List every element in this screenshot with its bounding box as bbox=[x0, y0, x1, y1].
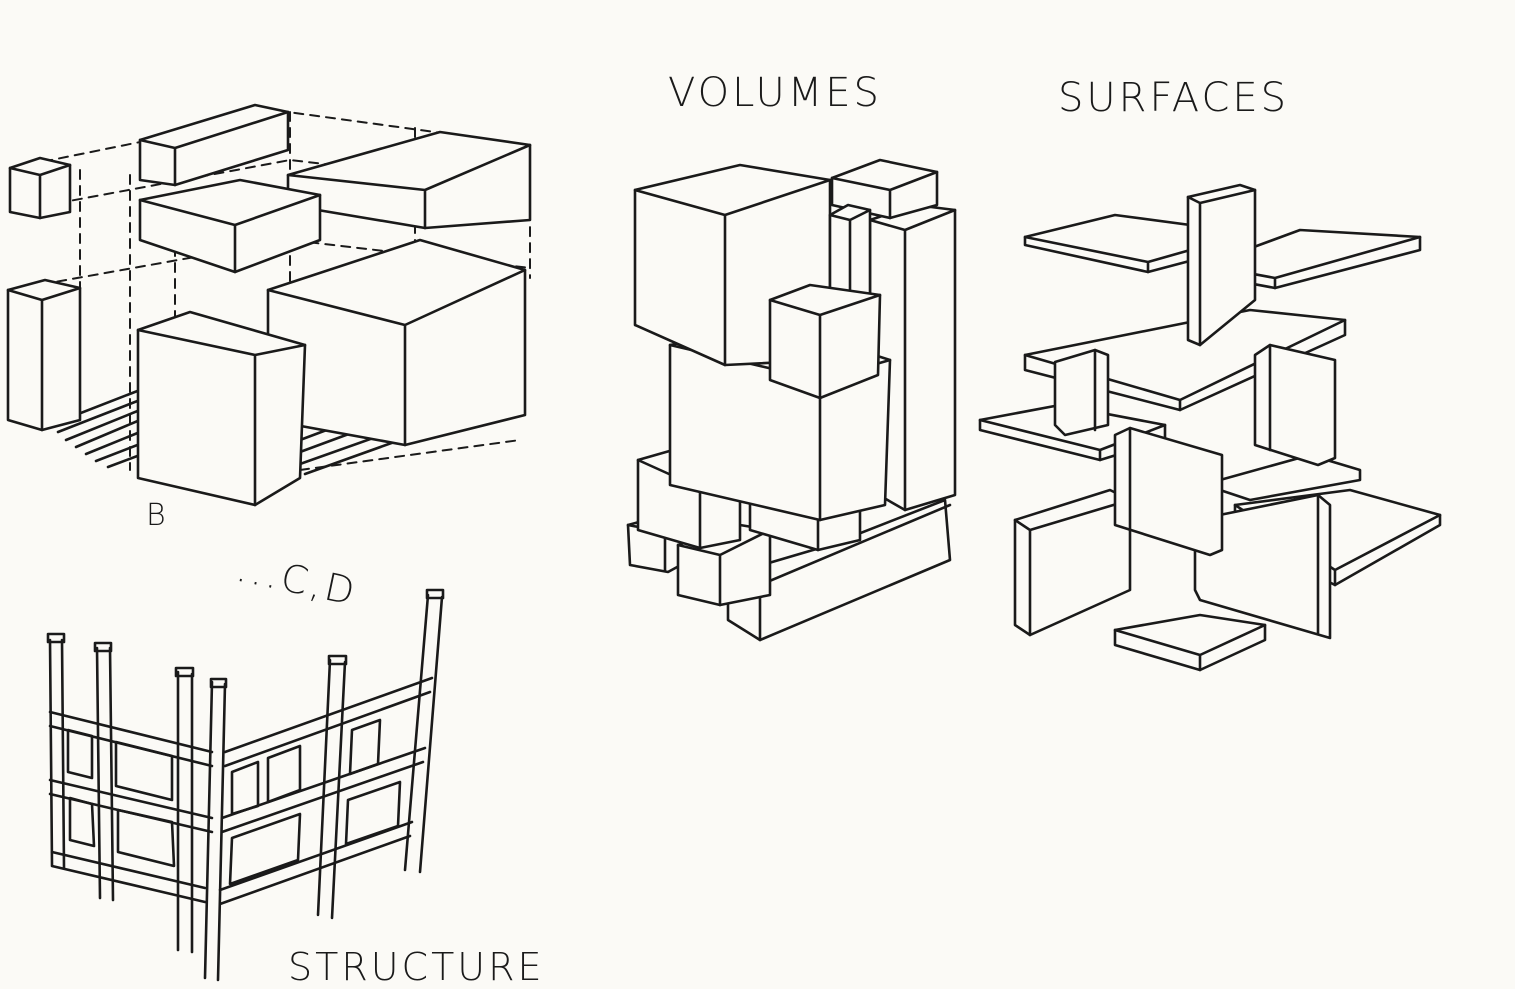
label-b: B bbox=[146, 498, 169, 533]
diagram-b bbox=[8, 105, 530, 505]
diagram-surfaces bbox=[980, 185, 1440, 670]
label-volumes: VOLUMES bbox=[668, 70, 882, 116]
diagram-volumes bbox=[628, 160, 955, 640]
diagram-structure bbox=[48, 590, 443, 980]
label-surfaces: SURFACES bbox=[1058, 75, 1289, 121]
label-structure: STRUCTURE bbox=[288, 945, 545, 989]
